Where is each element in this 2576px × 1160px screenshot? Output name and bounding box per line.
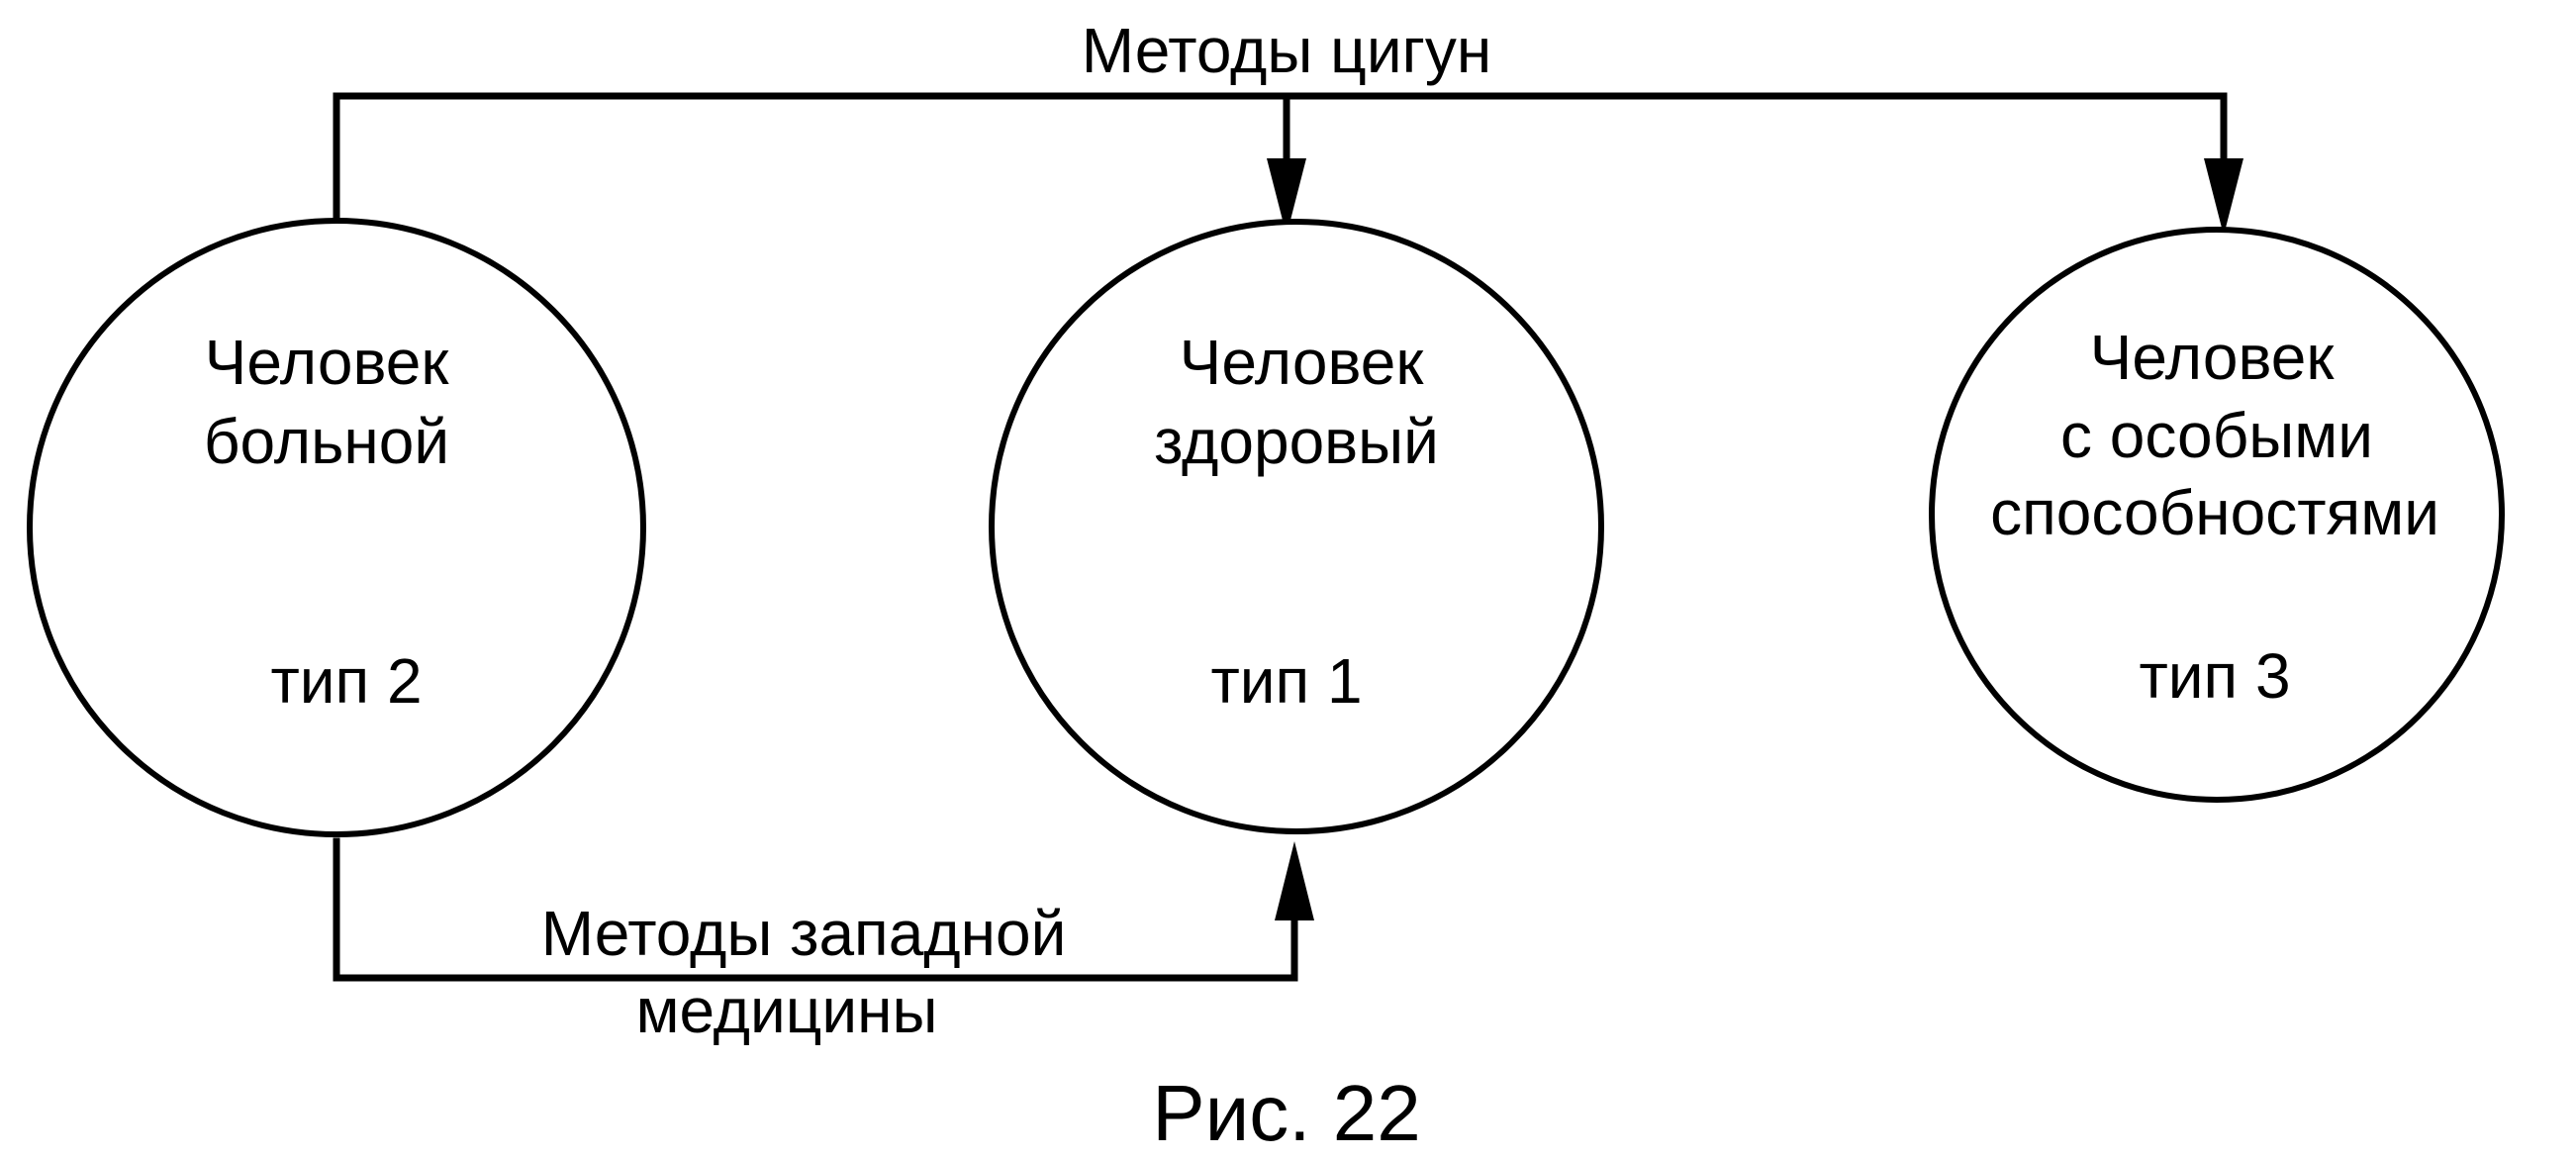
node-sick-person: Человек больной тип 2 xyxy=(27,218,646,837)
node-special-circle xyxy=(1929,227,2505,803)
node-sick-line2: больной xyxy=(204,406,449,477)
node-healthy-person: Человек здоровый тип 1 xyxy=(989,219,1604,834)
node-special-type-label: тип 3 xyxy=(2139,640,2290,712)
node-healthy-line2: здоровый xyxy=(1154,406,1439,477)
western-medicine-connector xyxy=(333,837,1314,982)
qigong-connector-line xyxy=(333,92,2228,240)
qigong-methods-label: Методы цигун xyxy=(1082,15,1492,86)
arrow-to-special xyxy=(2204,158,2243,236)
western-medicine-connector-line xyxy=(333,837,1298,982)
node-healthy-circle xyxy=(989,219,1604,834)
western-medicine-label-line2: медицины xyxy=(635,975,937,1046)
node-special-person: Человек с особыми способностями тип 3 xyxy=(1929,227,2505,803)
qigong-connector xyxy=(333,92,2243,240)
node-special-line2: с особыми xyxy=(2060,400,2373,471)
node-healthy-line1: Человек xyxy=(1180,327,1425,398)
figure-caption: Рис. 22 xyxy=(1152,1069,1420,1157)
node-sick-line1: Человек xyxy=(205,327,450,398)
node-healthy-type-label: тип 1 xyxy=(1210,645,1362,717)
node-sick-circle xyxy=(27,218,646,837)
node-special-line3: способностями xyxy=(1990,477,2439,548)
node-sick-type-label: тип 2 xyxy=(270,645,422,717)
arrow-to-healthy-top xyxy=(1267,158,1306,236)
node-special-line1: Человек xyxy=(2090,322,2336,393)
arrow-to-healthy-bottom xyxy=(1275,841,1314,920)
western-medicine-label-line1: Методы западной xyxy=(541,898,1067,969)
